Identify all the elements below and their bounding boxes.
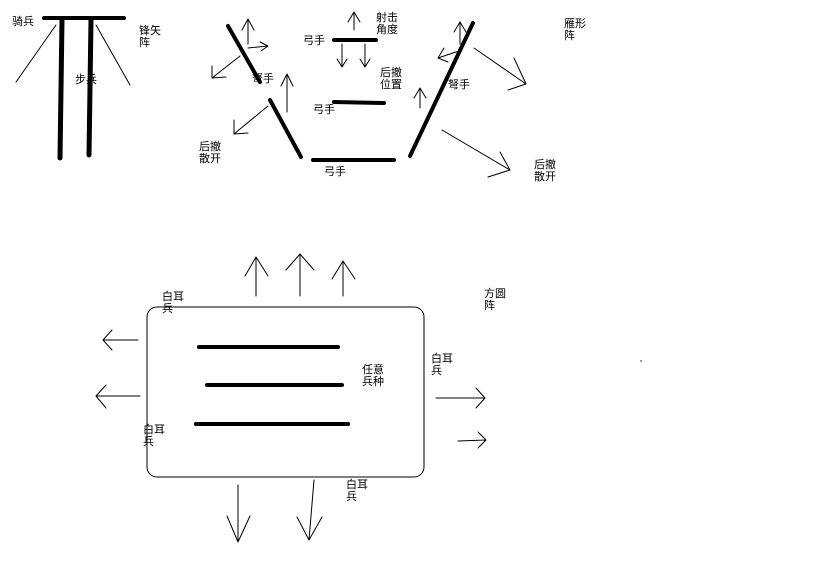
label-baier-top-2: 兵 <box>162 302 173 315</box>
label-retreat-right-2: 散开 <box>534 170 556 183</box>
arrow-up-icon <box>241 18 255 45</box>
yanxing-formation <box>211 11 527 178</box>
label-baier-bottom-2: 兵 <box>346 490 357 503</box>
label-archer-bottom: 弓手 <box>324 165 346 178</box>
label-fengshi-name-1: 锋矢 <box>139 24 161 37</box>
label-retreat-pos-1: 后撤 <box>380 66 402 79</box>
label-retreat-left-1: 后撤 <box>199 140 221 153</box>
infantry-column-left <box>57 17 65 161</box>
label-baier-right-1: 白耳 <box>431 352 453 365</box>
crossbow-line-lower-left <box>268 98 303 159</box>
arrow-down-icon <box>296 479 323 541</box>
arrow-left-icon <box>233 105 269 135</box>
label-any-unit-1: 任意 <box>362 363 384 376</box>
label-baier-left-2: 兵 <box>143 435 154 448</box>
label-fangyuan-name-1: 方圆 <box>484 287 506 300</box>
arrow-right-icon <box>247 41 269 52</box>
label-baier-bottom-1: 白耳 <box>346 478 368 491</box>
arrow-up-icon <box>244 256 269 297</box>
arrow-down-left-icon <box>211 55 241 79</box>
label-archer-middle: 弓手 <box>313 103 335 116</box>
label-fangyuan-name-2: 阵 <box>484 299 495 312</box>
label-any-unit-2: 兵种 <box>362 375 384 388</box>
arrow-up-icon <box>331 260 356 297</box>
arrow-up-icon <box>413 87 427 109</box>
label-retreat-right-1: 后撤 <box>534 158 556 171</box>
crossbow-line-right <box>408 21 475 158</box>
fengshi-formation <box>15 16 131 161</box>
label-shoot-angle-1: 射击 <box>376 11 398 24</box>
wedge-edge-left <box>15 24 57 83</box>
fangyuan-formation <box>95 253 487 543</box>
label-crossbow-right: 弩手 <box>448 78 470 91</box>
arrow-left-icon <box>95 384 141 409</box>
label-infantry: 步兵 <box>75 73 97 86</box>
label-retreat-left-2: 散开 <box>199 152 221 165</box>
arrow-left-icon <box>437 47 463 63</box>
label-retreat-pos-2: 位置 <box>380 78 402 91</box>
arrow-up-icon <box>280 73 294 113</box>
label-yanxing-name-2: 阵 <box>564 29 575 42</box>
arrow-up-icon <box>285 253 315 297</box>
label-baier-top-1: 白耳 <box>162 290 184 303</box>
arrow-down-icon <box>226 484 251 543</box>
label-crossbow-left: 弩手 <box>252 72 274 85</box>
arrow-down-right-icon <box>473 47 527 91</box>
arrow-right-icon <box>435 387 486 409</box>
label-cavalry: 骑兵 <box>12 15 34 28</box>
label-baier-right-2: 兵 <box>431 364 442 377</box>
stray-dot <box>640 360 642 362</box>
label-shoot-angle-2: 角度 <box>376 23 398 36</box>
infantry-column-right <box>86 17 94 158</box>
arrow-down-icon <box>359 43 371 68</box>
label-yanxing-name-1: 雁形 <box>564 17 586 30</box>
arrow-right-icon <box>457 431 487 449</box>
archer-line-middle <box>332 100 386 105</box>
arrow-down-icon <box>336 43 348 68</box>
arrow-up-icon <box>453 21 467 45</box>
label-fengshi-name-2: 阵 <box>139 36 150 49</box>
wedge-edge-right <box>95 24 131 86</box>
label-baier-left-1: 白耳 <box>143 423 165 436</box>
crossbow-line-upper-left <box>226 24 262 84</box>
square-frame <box>146 306 425 478</box>
arrow-up-icon <box>347 11 361 31</box>
arrow-left-icon <box>102 329 139 351</box>
label-archer-top: 弓手 <box>303 34 325 47</box>
arrow-down-right-icon <box>441 129 511 178</box>
